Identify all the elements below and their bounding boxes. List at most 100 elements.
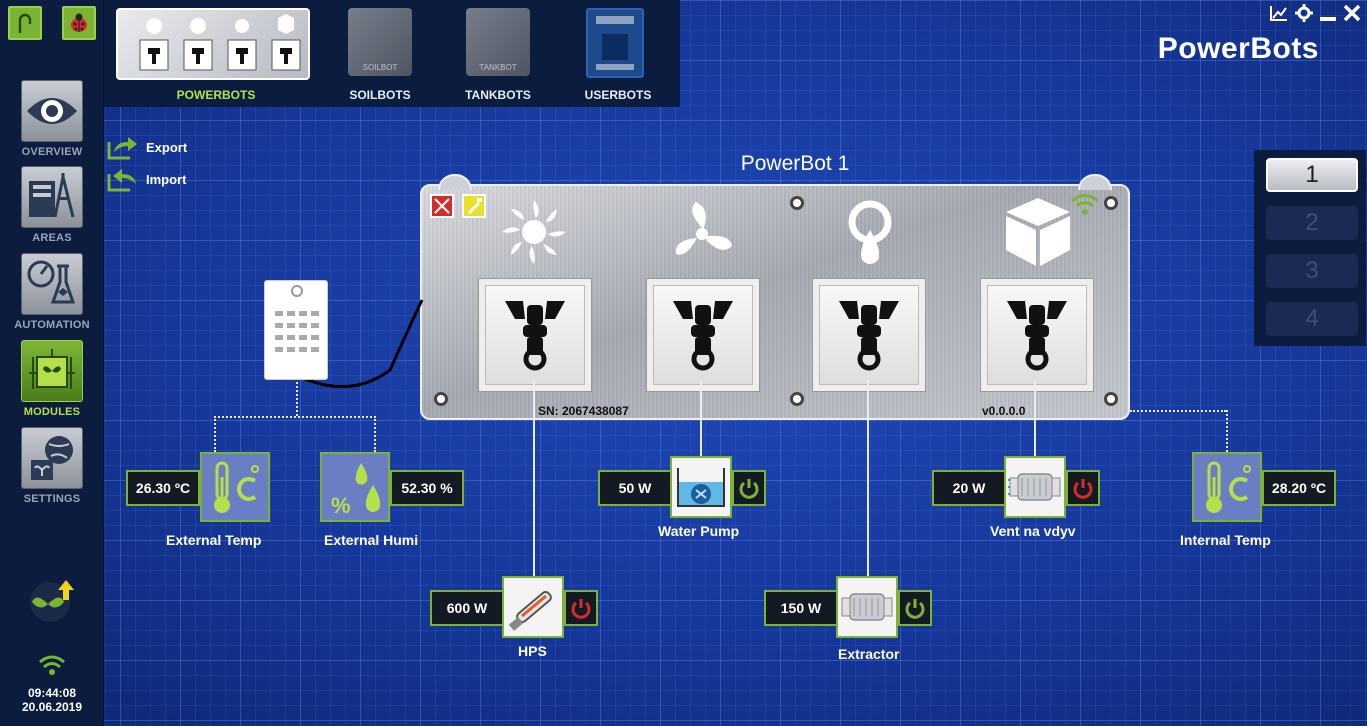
chart-icon[interactable] <box>1269 4 1289 27</box>
automation-icon <box>27 260 76 304</box>
firmware-version: v0.0.0.0 <box>982 404 1026 418</box>
sensor-mount-hole <box>291 285 303 297</box>
power-toggle[interactable] <box>1066 470 1100 506</box>
nav-label: SETTINGS <box>23 493 81 505</box>
connector-line <box>214 416 376 418</box>
module-tab-tankbots[interactable]: TANKBOT <box>466 8 530 76</box>
nav-tile <box>21 166 83 228</box>
cube-icon <box>998 192 1078 277</box>
arduino-board-icon <box>586 8 644 78</box>
module-tab-label: SOILBOTS <box>349 88 411 102</box>
module-tab-powerbots[interactable] <box>116 8 310 80</box>
power-toggle[interactable] <box>732 470 766 506</box>
clock-time: 09:44:08 <box>27 686 77 700</box>
nav-overview[interactable]: OVERVIEW <box>0 80 104 158</box>
nav-tile <box>21 427 83 489</box>
device-water-pump[interactable]: 50 W Water Pump <box>598 456 768 546</box>
hps-lamp-icon <box>508 590 552 631</box>
nav-settings[interactable]: SETTINGS <box>0 427 104 505</box>
screw <box>1104 196 1118 210</box>
delete-bot-button[interactable] <box>430 194 454 218</box>
module-tab-label: TANKBOTS <box>465 88 531 102</box>
nav-modules[interactable]: MODULES <box>0 340 104 418</box>
socket-4[interactable] <box>980 278 1094 392</box>
internal-temp-sensor[interactable]: 28.20 ºC Internal Temp <box>1180 452 1342 552</box>
gear-icon[interactable] <box>1295 4 1313 27</box>
export-icon <box>107 137 137 160</box>
device-extractor[interactable]: 150 W Extractor <box>764 576 934 666</box>
screw <box>1104 392 1118 406</box>
bug-report-button[interactable] <box>62 6 96 40</box>
power-off-icon <box>1073 479 1093 499</box>
device-icon-box <box>502 576 564 638</box>
nav-automation[interactable]: AUTOMATION <box>0 253 104 331</box>
sensor-value: 52.30 % <box>390 470 464 506</box>
module-tab-label: USERBOTS <box>584 88 652 102</box>
power-toggle[interactable] <box>898 590 932 626</box>
export-button[interactable]: Export <box>106 134 187 160</box>
bot-select-1[interactable]: 1 <box>1266 158 1358 192</box>
sun-lamp-icon <box>498 196 570 273</box>
device-vent[interactable]: 20 W Vent na vdyv <box>932 456 1102 546</box>
wifi-icon <box>1070 192 1100 221</box>
socket-2[interactable] <box>646 278 760 392</box>
nav-tile <box>21 80 83 142</box>
connector-line <box>296 382 298 416</box>
eye-icon <box>27 98 77 124</box>
mini-powerbot-icon <box>139 14 301 71</box>
socket-icon <box>839 301 899 371</box>
close-icon[interactable] <box>1343 4 1361 27</box>
nav-label: AUTOMATION <box>14 319 90 331</box>
sensor-value: 26.30 ºC <box>126 470 200 506</box>
app-brand: PowerBots <box>1157 32 1319 65</box>
external-temp-sensor[interactable]: 26.30 ºC External Temp <box>126 452 276 552</box>
module-tab-userbots[interactable] <box>586 8 644 78</box>
socket-3[interactable] <box>812 278 926 392</box>
sensor-value: 28.20 ºC <box>1262 470 1336 506</box>
socket-icon <box>673 301 733 371</box>
powerbots-thumbnail <box>116 8 310 80</box>
thermometer-icon <box>1206 461 1251 513</box>
device-label: Vent na vdyv <box>990 523 1076 539</box>
water-pump-icon <box>677 468 725 507</box>
export-label: Export <box>146 139 188 155</box>
inline-duct-fan-icon <box>1008 473 1061 501</box>
nav-areas[interactable]: AREAS <box>0 166 104 244</box>
plug-toggle-button[interactable] <box>8 6 42 40</box>
module-type-bar: POWERBOTS SOILBOT SOILBOTS TANKBOT TANKB… <box>104 0 680 107</box>
mount-ear <box>1078 174 1112 190</box>
clock-date: 20.06.2019 <box>21 700 83 714</box>
sensor-label: Internal Temp <box>1180 532 1271 548</box>
minimize-icon[interactable] <box>1319 4 1337 27</box>
socket-1[interactable] <box>478 278 592 392</box>
external-humidity-sensor[interactable]: % 52.30 % External Humi <box>320 452 470 552</box>
soilbot-thumbnail: SOILBOT <box>348 8 412 76</box>
nav-tile <box>21 340 83 402</box>
wifi-status-icon <box>38 654 66 681</box>
socket-icon <box>505 301 565 371</box>
screw <box>790 196 804 210</box>
grow-update-button[interactable] <box>26 576 78 627</box>
device-icon-box <box>670 456 732 518</box>
power-toggle[interactable] <box>564 590 598 626</box>
device-hps[interactable]: 600 W HPS <box>430 576 600 666</box>
extractor-fan-icon <box>841 593 893 621</box>
power-off-icon <box>571 599 591 619</box>
bot-select-3[interactable]: 3 <box>1266 254 1358 288</box>
sidebar: OVERVIEW AREAS AUTOMATION MODULES SETTIN… <box>0 0 104 726</box>
fan-icon <box>666 196 738 273</box>
humidity-tile: % <box>320 452 390 522</box>
nav-label: MODULES <box>23 406 81 418</box>
import-button[interactable]: Import <box>106 166 186 192</box>
powerbot-title: PowerBot 1 <box>740 152 850 175</box>
bot-number: 2 <box>1305 209 1319 236</box>
screw <box>790 392 804 406</box>
modules-icon <box>29 349 75 389</box>
device-power: 20 W <box>932 470 1006 506</box>
connector-line <box>700 380 702 456</box>
bot-select-4[interactable]: 4 <box>1266 302 1358 336</box>
device-power: 50 W <box>598 470 672 506</box>
edit-bot-button[interactable] <box>462 194 486 218</box>
bot-select-2[interactable]: 2 <box>1266 206 1358 240</box>
module-tab-soilbots[interactable]: SOILBOT <box>348 8 412 76</box>
